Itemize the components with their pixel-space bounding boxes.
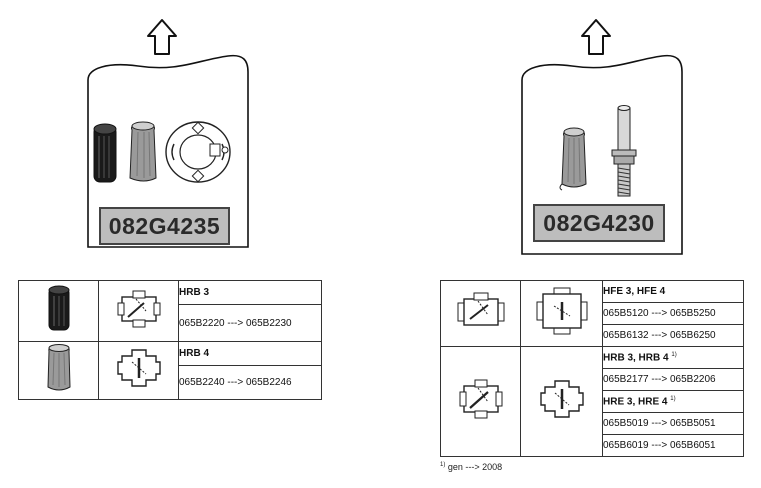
mapping-cell: 065B2240 ---> 065B2246 [178, 365, 322, 400]
threaded-stem-icon [611, 105, 637, 197]
table-row: 065B5019 ---> 065B5051 [441, 412, 744, 435]
valve-symbol-icon [459, 379, 502, 419]
table-row: HRB 4 [18, 341, 322, 400]
dial-plate-icon [165, 121, 231, 183]
mapping-cell: 065B5019 ---> 065B5051 [602, 412, 744, 435]
left-package-code: 082G4235 [99, 207, 230, 245]
right-compatibility-table: HFE 3, HFE 4 065B5120 ---> 065B5250 065B… [440, 280, 744, 457]
table-row: HRB 3, HRB 4 1) [440, 346, 744, 457]
knob-image-cell [18, 280, 99, 342]
table-row: 065B2240 ---> 065B2246 [19, 365, 322, 400]
mapping-cell: 065B6132 ---> 065B6250 [602, 324, 744, 347]
model-cell: HFE 3, HFE 4 [602, 280, 744, 303]
open-up-arrow-icon [581, 19, 611, 55]
black-knob-icon [93, 123, 117, 183]
right-package-code: 082G4230 [533, 204, 665, 242]
knob-image-cell [18, 341, 99, 400]
model-cell: HRB 3 [178, 280, 322, 305]
black-knob-icon [48, 285, 69, 330]
footnote: 1) gen ---> 2008 [440, 462, 502, 472]
table-row: HRB 3 [18, 280, 322, 342]
footnote-marker: 1) [671, 351, 677, 358]
model-label: HRB 3, HRB 4 [603, 352, 669, 364]
left-package [78, 12, 258, 257]
flanged-valve-icon [457, 292, 504, 326]
table-row: HFE 3, HFE 4 [440, 280, 744, 347]
mapping-cell: 065B2177 ---> 065B2206 [602, 368, 744, 391]
mapping-cell: 065B6019 ---> 065B6051 [602, 434, 744, 457]
valve-symbol-icon [539, 380, 584, 418]
flanged-valve-icon [536, 287, 587, 335]
valve-symbol-icon [117, 290, 160, 327]
valve-image-cell [520, 346, 603, 457]
valve-image-cell [440, 346, 521, 457]
model-cell: HRB 3, HRB 4 1) [602, 346, 744, 369]
grey-knob-icon [129, 121, 157, 182]
valve-image-cell [98, 280, 179, 342]
grey-knob-icon [559, 127, 587, 191]
open-up-arrow-icon [147, 19, 177, 55]
table-row: 065B6019 ---> 065B6051 [441, 434, 744, 457]
footnote-marker: 1) [440, 462, 446, 468]
grey-knob-icon [46, 344, 71, 391]
model-cell: HRE 3, HRE 4 1) [602, 390, 744, 413]
model-label: HRE 3, HRE 4 [603, 396, 668, 408]
mapping-cell: 065B5120 ---> 065B5250 [602, 302, 744, 325]
left-package-drawing [87, 19, 249, 248]
model-cell: HRB 4 [178, 341, 322, 366]
mapping-cell: 065B2220 ---> 065B2230 [178, 304, 322, 342]
valve-image-cell [98, 341, 179, 400]
left-compatibility-table: HRB 3 065B2220 ---> 065B2230 HRB 4 065B2… [18, 280, 322, 400]
footnote-text: gen ---> 2008 [447, 462, 503, 472]
valve-image-cell [440, 280, 521, 347]
valve-image-cell [520, 280, 603, 347]
footnote-marker: 1) [670, 395, 676, 402]
valve-symbol-icon [116, 349, 161, 387]
